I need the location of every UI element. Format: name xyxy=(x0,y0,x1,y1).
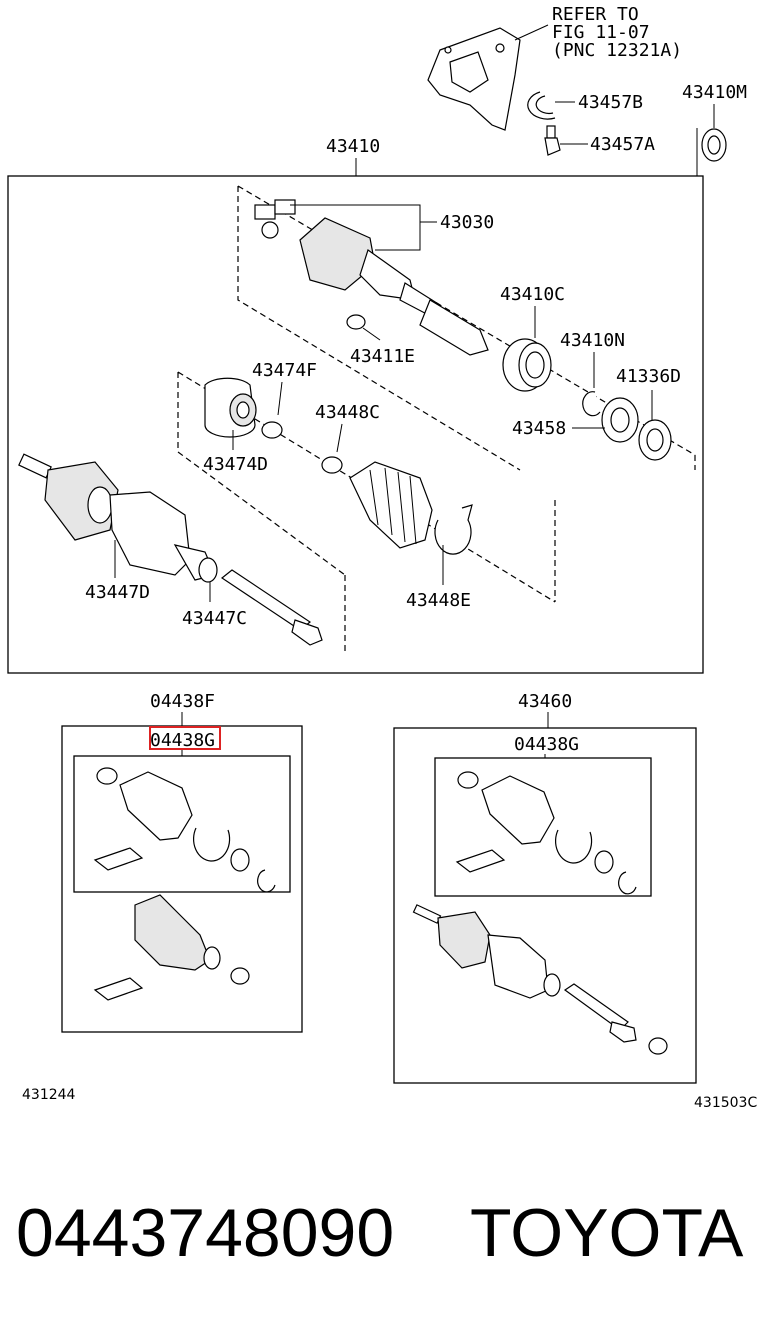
clamp-43448C xyxy=(321,456,343,474)
kit-right-parts xyxy=(412,771,668,1055)
label-43448E: 43448E xyxy=(406,590,471,611)
tripod-joint xyxy=(254,199,296,239)
label-43474F: 43474F xyxy=(252,360,317,381)
kit-box-43460 xyxy=(393,727,697,1084)
seal-41336D xyxy=(638,419,672,461)
clamp-43448E xyxy=(434,504,473,555)
label-43447D: 43447D xyxy=(85,582,150,603)
label-43457B: 43457B xyxy=(578,92,643,113)
label-41336D: 41336D xyxy=(616,366,681,387)
label-43460: 43460 xyxy=(518,691,572,712)
label-43447C: 43447C xyxy=(182,608,247,629)
seal-43410M xyxy=(701,128,727,162)
label-04438G-left: 04438G xyxy=(150,730,215,751)
label-43410N: 43410N xyxy=(560,330,625,351)
snap-ring-43457B xyxy=(527,91,556,120)
label-04438F: 04438F xyxy=(150,691,215,712)
label-43410M: 43410M xyxy=(682,82,747,103)
shaft-43447C xyxy=(220,569,323,646)
assembly-box-43410 xyxy=(7,175,704,674)
diagram-code-right: 431503C xyxy=(694,1095,757,1111)
clamp-43474F xyxy=(261,421,283,439)
brand-name: TOYOTA xyxy=(470,1195,744,1271)
kit-subbox-left xyxy=(73,755,291,893)
refer-line-3: (PNC 12321A) xyxy=(552,40,682,61)
label-43410C: 43410C xyxy=(500,284,565,305)
label-43410: 43410 xyxy=(326,136,380,157)
label-43448C: 43448C xyxy=(315,402,380,423)
inner-joint-housing xyxy=(299,217,489,356)
highlight-04438G xyxy=(149,726,221,750)
label-43411E: 43411E xyxy=(350,346,415,367)
part-number: 0443748090 xyxy=(16,1195,394,1271)
snap-ring-43410N xyxy=(582,391,601,417)
clip-43411E xyxy=(346,314,366,330)
housing-bracket xyxy=(427,27,521,131)
boot-43448E xyxy=(349,461,433,549)
diagram-code-left: 431244 xyxy=(22,1087,76,1103)
label-43457A: 43457A xyxy=(590,134,655,155)
damper-43474D xyxy=(204,377,257,438)
refer-line-1: REFER TO xyxy=(552,4,639,25)
bolt-43457A xyxy=(544,125,561,156)
outer-joint-43447D xyxy=(18,453,218,583)
refer-line-2: FIG 11-07 xyxy=(552,22,650,43)
kit-subbox-right xyxy=(434,757,652,897)
label-04438G-right: 04438G xyxy=(514,734,579,755)
bearing-43410C xyxy=(502,338,552,392)
label-43030: 43030 xyxy=(440,212,494,233)
kit-left-parts xyxy=(93,767,276,1001)
label-43474D: 43474D xyxy=(203,454,268,475)
label-43458: 43458 xyxy=(512,418,566,439)
bearing-43458 xyxy=(601,397,639,443)
